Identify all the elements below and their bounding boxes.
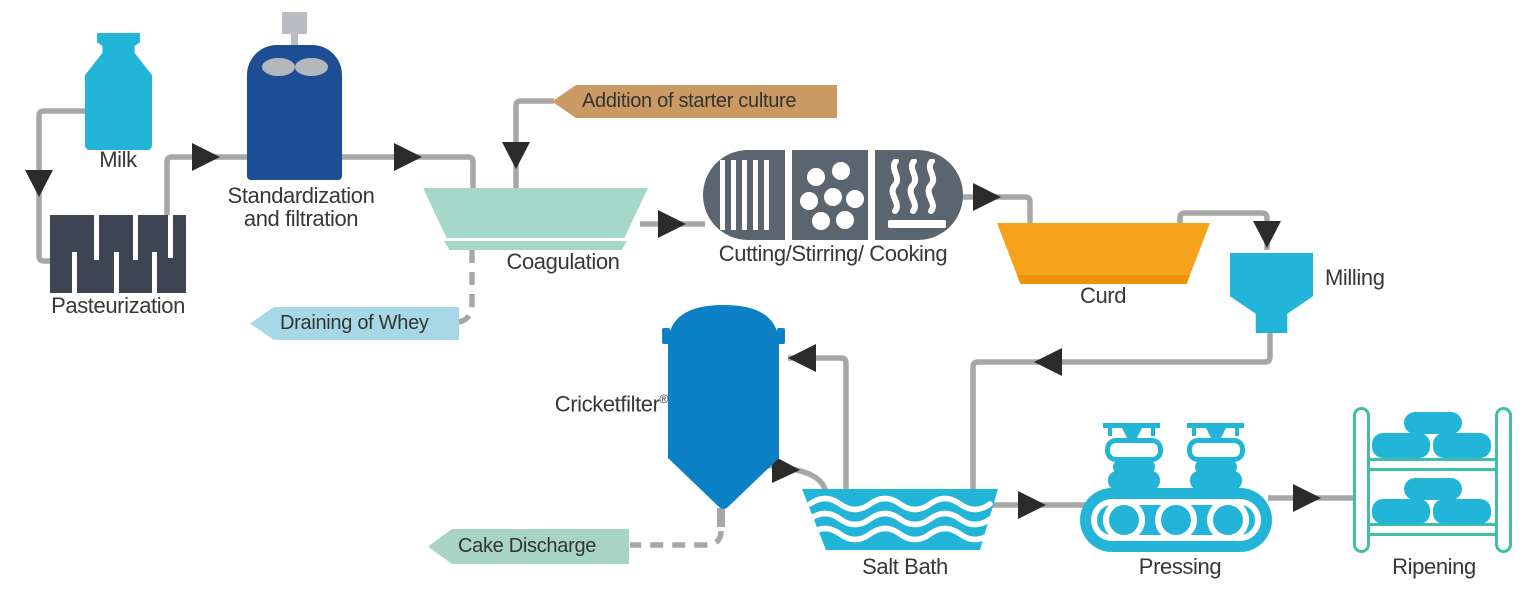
curd-grain	[800, 192, 818, 210]
cheese-wheel	[1372, 433, 1430, 458]
draining-whey-text: Draining of Whey	[280, 312, 429, 334]
press-ram-icon	[1206, 428, 1226, 439]
cricketfilter-vessel-icon	[662, 305, 785, 509]
ripening-label: Ripening	[1392, 554, 1476, 579]
cheese-mould-icon	[1105, 438, 1163, 462]
cutting-stirring-cooking-icon	[703, 150, 963, 240]
press-frame-hook	[1235, 427, 1239, 436]
conveyor-roller	[1103, 499, 1145, 541]
curd-grain	[832, 162, 850, 180]
curd-grains-icon	[792, 150, 868, 240]
arrowhead	[502, 142, 530, 169]
plate-line	[168, 215, 174, 258]
plate-heat-exchanger-icon	[50, 215, 186, 293]
plate-line	[113, 252, 119, 293]
cheese-mould-icon	[1187, 438, 1245, 462]
draining-whey-callout: Draining of Whey	[250, 307, 459, 340]
press-weight	[1108, 471, 1160, 490]
heat-steam-icon	[875, 150, 963, 240]
connector-coagulation-whey-dashed	[457, 250, 475, 325]
press-weight	[1195, 460, 1237, 474]
pasteurization-label: Pasteurization	[51, 293, 185, 318]
open-vat-icon	[423, 188, 648, 238]
cheese-wheel	[1433, 499, 1491, 524]
rack-post	[1495, 407, 1512, 553]
knife-blade	[763, 160, 769, 230]
arrowhead	[25, 170, 53, 197]
connector-saltbath-cricketfilter	[788, 355, 849, 492]
knife-blade	[730, 160, 736, 230]
press-frame-hook	[1108, 427, 1112, 436]
curd-vat-base	[1014, 275, 1193, 284]
brine-bath-icon	[802, 489, 998, 550]
connector-starter-coagulation	[513, 98, 554, 190]
brine-waves	[807, 495, 993, 543]
arrowhead	[658, 210, 686, 238]
pressing-label: Pressing	[1138, 554, 1222, 579]
agitator-paddle	[262, 58, 295, 76]
press-frame-hook	[1151, 427, 1155, 436]
press-conveyor-icon	[1080, 488, 1272, 552]
arrowhead	[1293, 484, 1321, 512]
knife-blade	[719, 160, 725, 230]
press-frame-bar	[1187, 423, 1244, 428]
rack-shelf	[1358, 458, 1507, 471]
cheese-wheel	[1372, 499, 1430, 524]
cheese-wheel	[1433, 433, 1491, 458]
plate-line	[93, 215, 99, 261]
coagulation-label: Coagulation	[506, 249, 620, 274]
curd-vat-icon	[997, 223, 1210, 284]
arrowhead	[1253, 221, 1281, 248]
standardization-line1: Standardization	[227, 183, 375, 208]
arrowhead	[973, 183, 1001, 211]
agitator-motor-icon	[282, 12, 307, 34]
press-ram-icon	[1122, 428, 1142, 439]
cheese-wheel	[1404, 412, 1462, 434]
curd-grain	[836, 211, 854, 229]
milk-bottle-icon	[85, 33, 152, 150]
cake-discharge-callout: Cake Discharge	[428, 529, 629, 564]
arrowhead	[192, 143, 220, 171]
knives-icon	[703, 150, 785, 240]
rack-shelf	[1358, 523, 1507, 536]
conveyor-roller	[1155, 499, 1197, 541]
connector-cutting-curd	[962, 194, 1033, 225]
cheese-wheel	[1404, 478, 1462, 500]
starter-culture-callout: Addition of starter culture	[552, 85, 837, 118]
standardization-label: Standardization and filtration	[228, 184, 375, 230]
press-frame-hook	[1192, 427, 1196, 436]
cake-discharge-text: Cake Discharge	[458, 535, 597, 557]
cutting-stirring-cooking-label: Cutting/Stirring/ Cooking	[718, 241, 948, 266]
steam-glyph	[888, 159, 946, 228]
salt-bath-label: Salt Bath	[862, 554, 948, 579]
registered-mark: ®	[659, 392, 669, 406]
curd-grain	[824, 188, 842, 206]
knife-blade	[741, 160, 747, 230]
curd-grain	[846, 190, 864, 208]
starter-culture-text: Addition of starter culture	[582, 90, 797, 112]
arrowhead	[1018, 491, 1046, 519]
plate-line	[132, 215, 138, 261]
rack-post	[1353, 407, 1370, 553]
standardization-line2: and filtration	[243, 206, 359, 231]
curd-grain	[807, 168, 825, 186]
press-weight	[1190, 471, 1242, 490]
curd-grain	[812, 212, 830, 230]
cricketfilter-label: Cricketfilter®	[528, 388, 669, 417]
milk-label: Milk	[99, 147, 137, 172]
agitator-paddle	[295, 58, 328, 76]
milling-label: Milling	[1325, 265, 1385, 290]
press-weight	[1113, 460, 1155, 474]
plate-line	[71, 252, 77, 293]
open-vat-base	[444, 241, 627, 250]
cricketfilter-name: Cricketfilter	[554, 391, 660, 417]
knife-blade	[752, 160, 758, 230]
conveyor-roller	[1207, 499, 1249, 541]
arrowhead	[394, 143, 422, 171]
arrowhead	[1034, 348, 1062, 376]
plate-line	[152, 252, 157, 293]
press-frame-bar	[1103, 423, 1160, 428]
curd-label: Curd	[1079, 283, 1127, 308]
milling-funnel-icon	[1230, 253, 1313, 333]
